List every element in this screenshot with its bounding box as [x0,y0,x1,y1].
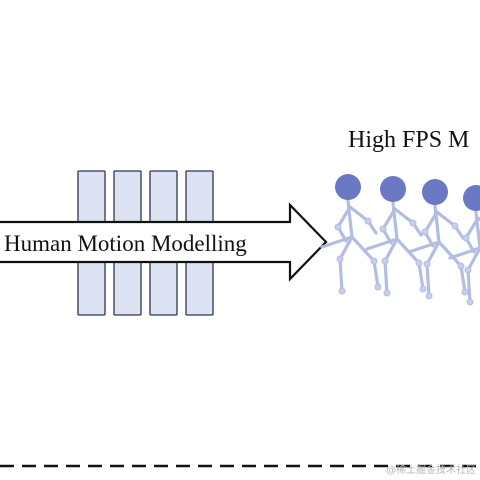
skeleton-joint [379,225,387,233]
skeleton-joint [370,257,378,265]
skeleton-joint [336,255,344,263]
skeleton-head [463,185,480,211]
skeleton-joint [374,283,382,291]
skeleton-bone [348,205,370,223]
process-arrow [0,202,328,282]
skeleton-bone [381,207,397,231]
skeleton-joint [334,223,342,231]
skeleton-joint [381,257,389,265]
skeleton-joint [409,219,417,227]
skeleton-bone [407,240,441,254]
skeleton-bone [425,262,431,298]
skeleton-joint [425,292,433,300]
skeleton-bone [437,240,463,268]
skeleton-joint [461,288,469,296]
skeleton-joint [423,260,431,268]
skeleton-bone [417,261,425,291]
skeleton-bone [435,210,457,228]
skeleton-joint [364,217,372,225]
skeleton-bone [320,235,354,249]
skeleton-joint [419,285,427,293]
skeleton-bone [459,264,467,294]
skeleton-joint [415,259,423,267]
skeleton-joint [466,298,474,306]
skeleton-bone [338,257,344,293]
arrow-label: Human Motion Modelling [4,231,247,256]
skeleton-figure-4 [448,185,480,306]
skeleton-head [335,174,361,200]
skeleton-bone [466,246,480,272]
skeleton-joint [421,228,429,236]
skeleton-bone [336,205,352,229]
skeleton-head [422,179,448,205]
skeleton-bone [425,240,441,266]
skeleton-figure-3 [407,179,469,300]
skeleton-joint [383,289,391,297]
skeleton-joint [457,262,465,270]
skeleton-bone [365,237,399,251]
skeleton-bone [383,237,399,263]
skeleton-head [380,176,406,202]
skeleton-bone [338,235,354,261]
skeleton-bone [372,259,380,289]
skeleton-bone [464,216,480,240]
skeleton-joint [464,266,472,274]
watermark: @稀土掘金技术社区 [386,463,476,476]
skeleton-joint [451,222,459,230]
skeleton-bone [448,246,480,260]
skeleton-bone [350,235,376,263]
motion-figures [320,174,480,306]
skeleton-figure-1 [320,174,382,295]
skeleton-bone [423,210,439,234]
skeleton-bone [383,259,389,295]
skeleton-bone [393,207,415,225]
skeleton-joint [462,234,470,242]
skeleton-joint [338,287,346,295]
output-title: High FPS M [348,127,469,153]
skeleton-bone [466,268,472,304]
